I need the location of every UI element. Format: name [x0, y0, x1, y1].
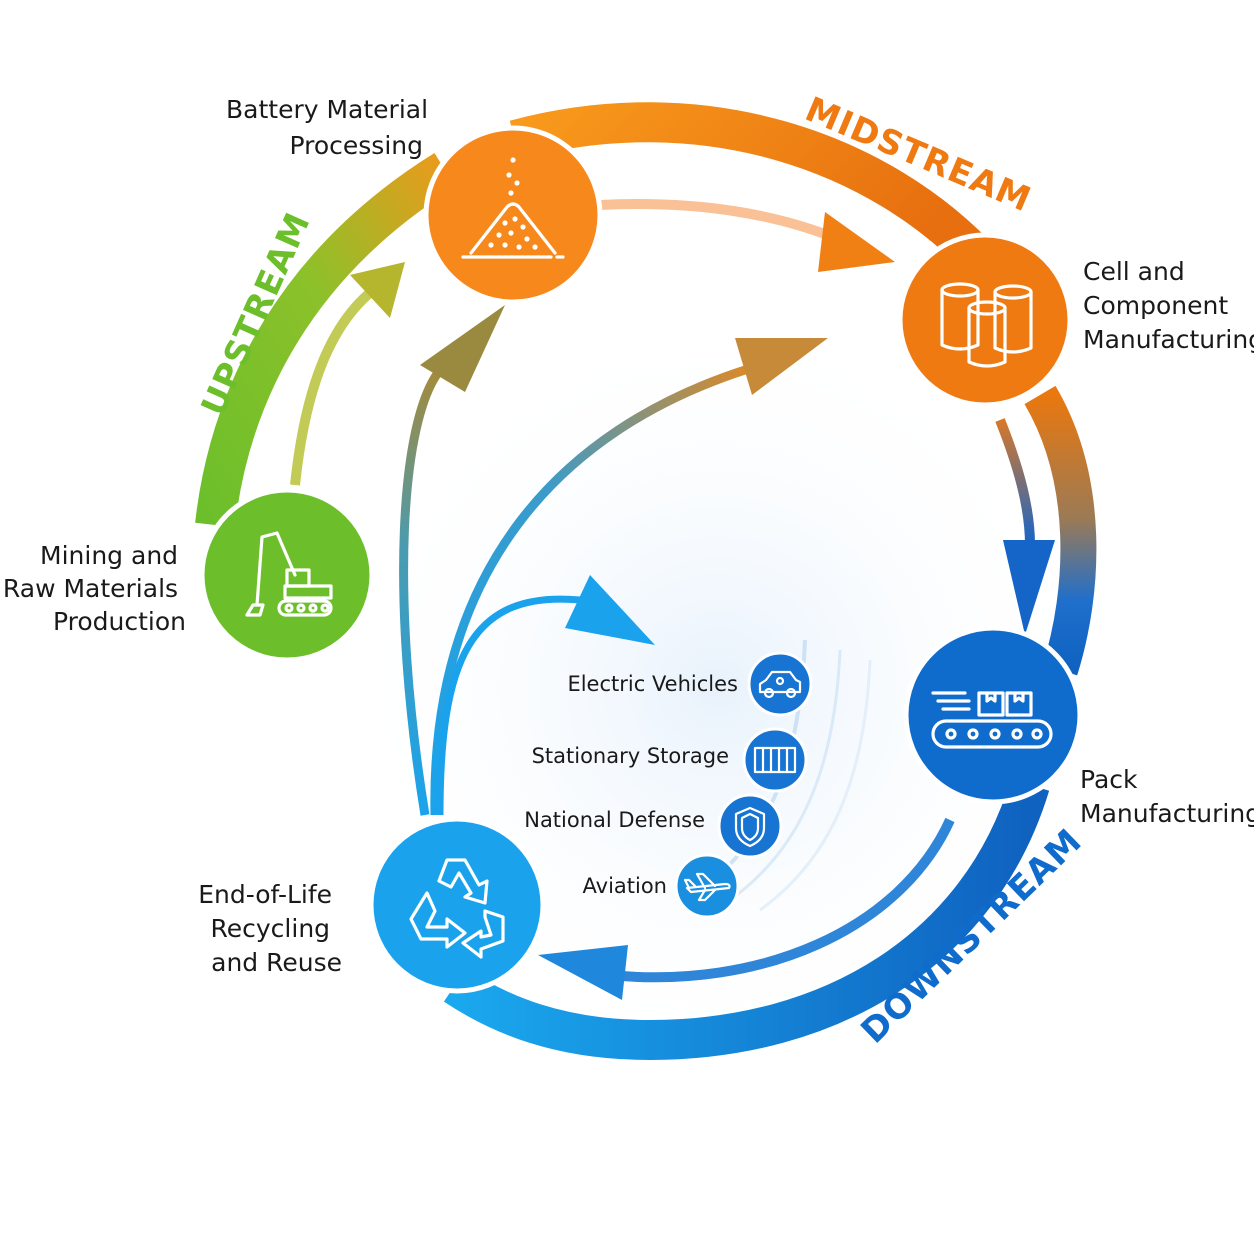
node-recycling-line3: and Reuse [211, 948, 342, 977]
application-electric-vehicles: Electric Vehicles [567, 651, 813, 717]
app-storage-circle [742, 727, 808, 793]
return-arrow-to-cell-head [735, 338, 828, 395]
app-ev-label: Electric Vehicles [567, 672, 738, 696]
arrow-processing-to-cell-head [818, 212, 895, 272]
node-mining-label: Mining and Raw Materials Production [3, 541, 186, 636]
node-cell-circle [897, 232, 1073, 408]
node-mining-line1: Mining and [40, 541, 178, 570]
node-pack-line2: Manufacturing [1080, 799, 1254, 828]
arrow-processing-to-cell [599, 199, 842, 245]
node-pack: Pack Manufacturing [903, 625, 1254, 828]
node-cell-line3: Manufacturing [1083, 325, 1254, 354]
arrow-mining-to-processing [290, 280, 383, 486]
application-national-defense: National Defense [524, 793, 783, 859]
return-arrow-to-processing-head [420, 305, 505, 392]
conveyor-belt-icon [931, 691, 1053, 749]
arrow-cell-to-pack [995, 418, 1035, 546]
shield-icon [734, 806, 766, 848]
node-cell-label: Cell and Component Manufacturing [1083, 257, 1254, 354]
node-recycling-label: End-of-Life Recycling and Reuse [198, 880, 342, 977]
container-icon [753, 746, 797, 774]
application-stationary-storage: Stationary Storage [532, 727, 808, 793]
app-flow-line [729, 649, 842, 902]
return-arrow-to-processing [399, 367, 444, 816]
upstream-ring [195, 153, 456, 528]
app-aviation-label: Aviation [583, 874, 668, 898]
node-mining-line2: Raw Materials [3, 574, 178, 603]
app-storage-label: Stationary Storage [532, 744, 729, 768]
node-recycling: End-of-Life Recycling and Reuse [198, 816, 546, 994]
node-recycling-line2: Recycling [211, 914, 331, 943]
arrow-mining-to-processing-head [350, 262, 405, 318]
right-ring [1024, 385, 1097, 676]
app-flow-line [759, 659, 872, 912]
return-arrow-to-cell [430, 365, 747, 816]
car-icon [758, 670, 802, 699]
node-cell-line1: Cell and [1083, 257, 1185, 286]
app-defense-label: National Defense [524, 808, 705, 832]
return-arrow-to-applications [436, 595, 581, 816]
arrow-pack-to-recycling [609, 817, 955, 983]
node-pack-line1: Pack [1080, 765, 1138, 794]
node-processing-circle [423, 125, 603, 305]
downstream-ring [443, 779, 1050, 1061]
arrow-cell-to-pack-head [1003, 540, 1055, 635]
powder-pile-icon [461, 157, 565, 259]
node-cell: Cell and Component Manufacturing [897, 232, 1254, 408]
midstream-ring [509, 102, 1000, 279]
node-processing-label: Battery Material Processing [226, 95, 436, 160]
node-mining: Mining and Raw Materials Production [3, 487, 375, 663]
return-arrow-to-applications-head [565, 575, 655, 645]
arrow-pack-to-recycling-head [538, 945, 628, 1000]
app-defense-circle [717, 793, 783, 859]
node-processing-line2: Processing [290, 131, 424, 160]
excavator-icon [245, 531, 333, 617]
node-cell-line2: Component [1083, 291, 1228, 320]
node-processing: Battery Material Processing [226, 95, 603, 305]
recycle-icon [409, 858, 505, 959]
battery-cells-icon [940, 282, 1033, 368]
node-mining-line3: Production [53, 607, 186, 636]
node-pack-label: Pack Manufacturing [1080, 765, 1254, 828]
node-processing-line1: Battery Material [226, 95, 428, 124]
node-recycling-circle [368, 816, 546, 994]
application-aviation: Aviation [583, 853, 740, 919]
airplane-icon [683, 872, 731, 902]
node-recycling-line1: End-of-Life [198, 880, 332, 909]
